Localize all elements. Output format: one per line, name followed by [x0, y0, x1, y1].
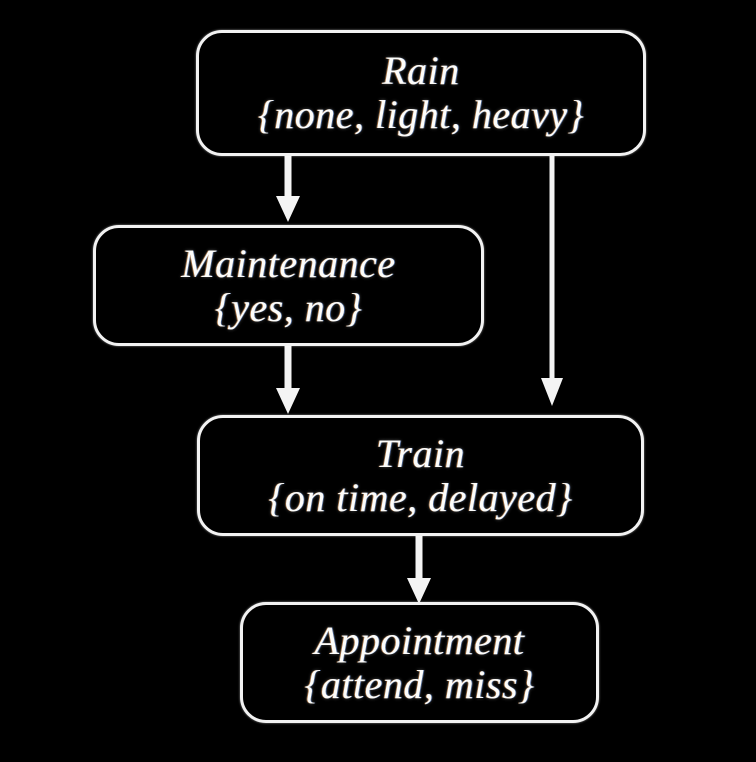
node-train-states: {on time, delayed} [268, 474, 573, 520]
edge-train-to-appointment [407, 536, 431, 604]
node-appointment[interactable]: Appointment {attend, miss} [240, 602, 599, 723]
edge-rain-to-maintenance [276, 156, 300, 222]
node-rain[interactable]: Rain {none, light, heavy} [196, 30, 646, 156]
node-maintenance-label: Maintenance [181, 240, 396, 286]
node-train[interactable]: Train {on time, delayed} [197, 415, 644, 536]
node-rain-label: Rain [382, 48, 460, 94]
node-maintenance-states: {yes, no} [214, 284, 363, 330]
edge-rain-to-train [541, 156, 563, 406]
node-train-label: Train [375, 430, 466, 476]
node-appointment-label: Appointment [314, 617, 525, 663]
edge-maintenance-to-train [276, 346, 300, 414]
node-maintenance[interactable]: Maintenance {yes, no} [93, 225, 484, 346]
node-appointment-states: {attend, miss} [304, 661, 535, 707]
node-rain-states: {none, light, heavy} [257, 92, 585, 137]
